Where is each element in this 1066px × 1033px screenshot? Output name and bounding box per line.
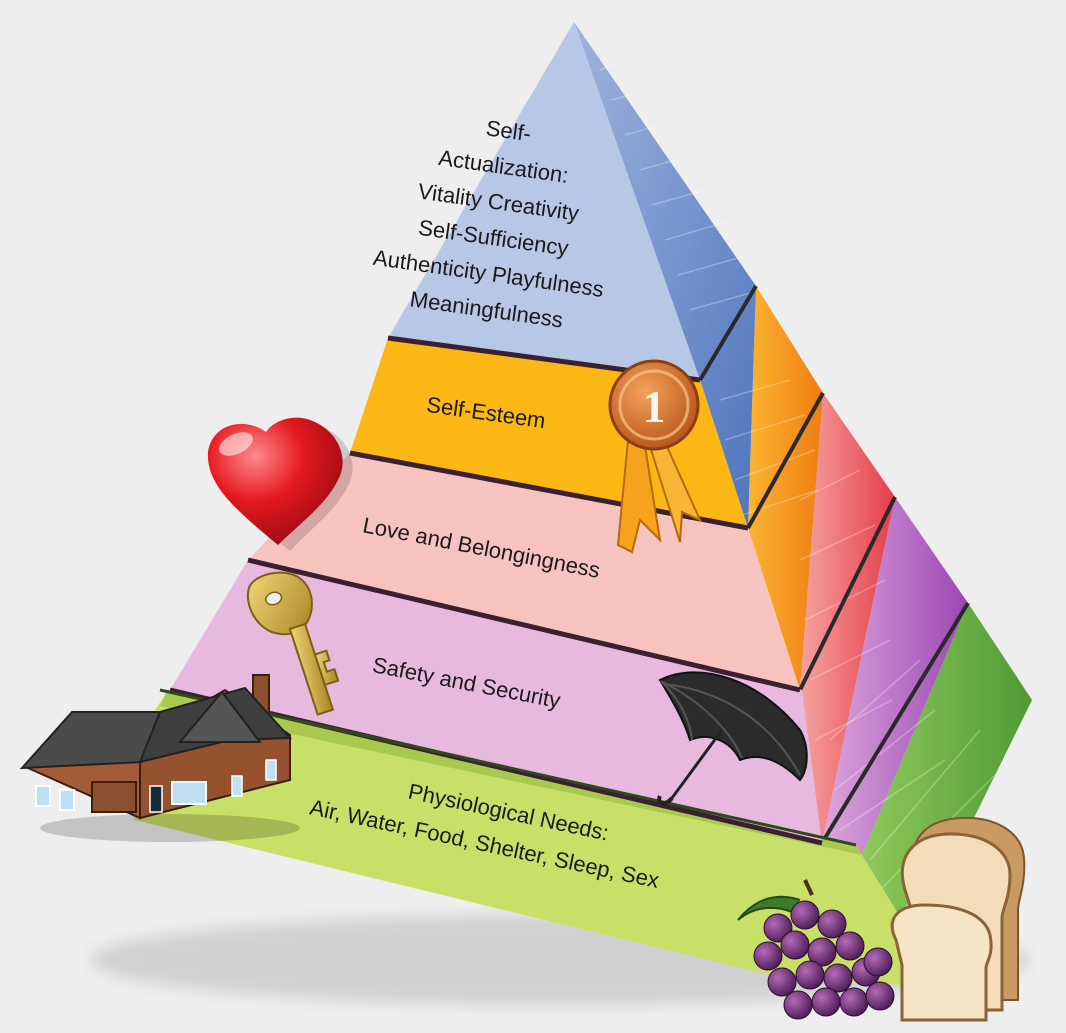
- level-self-actualization-face: [388, 22, 700, 380]
- house-icon: [19, 674, 300, 842]
- grapes-icon: [737, 879, 895, 1020]
- ribbon-icon: 1: [608, 359, 702, 554]
- bread-icon: [890, 816, 1026, 1022]
- ribbon-number: 1: [643, 381, 666, 432]
- level-safety-face: [170, 560, 822, 843]
- heart-icon: [207, 417, 353, 551]
- pyramid-front-faces: [110, 22, 914, 985]
- level-physiological-face: [110, 690, 914, 985]
- umbrella-icon: [657, 671, 808, 805]
- key-icon: [246, 571, 340, 716]
